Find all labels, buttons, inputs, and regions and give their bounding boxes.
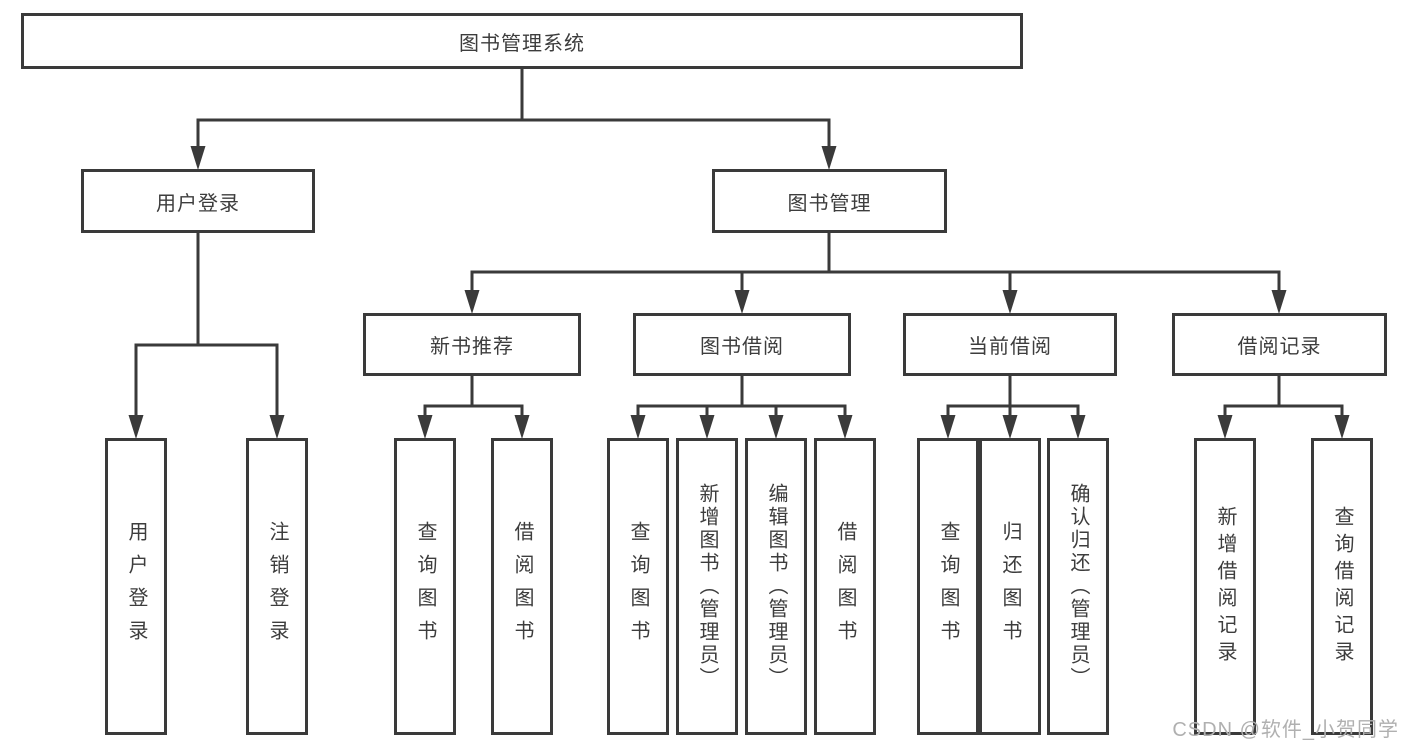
node-leaf-borrow-books-1: 借阅图书 <box>491 438 553 735</box>
node-leaf-logout: 注销登录 <box>246 438 308 735</box>
arrowhead-icon <box>699 415 715 439</box>
node-current-borrowing: 当前借阅 <box>903 313 1117 376</box>
arrowhead-icon <box>630 415 646 439</box>
node-leaf-borrow-books-2: 借阅图书 <box>814 438 876 735</box>
node-label: 确认归还（管理员） <box>1067 483 1089 690</box>
arrowhead-icon <box>837 415 853 439</box>
watermark: CSDN @软件_小贺同学 <box>1172 719 1399 741</box>
arrowhead-icon <box>1334 415 1350 439</box>
node-leaf-confirm-return-admin: 确认归还（管理员） <box>1047 438 1109 735</box>
node-leaf-user-login: 用户登录 <box>105 438 167 735</box>
node-label: 新书推荐 <box>430 336 514 358</box>
node-leaf-query-books-2: 查询图书 <box>607 438 669 735</box>
node-label: 查询图书 <box>414 520 436 653</box>
arrowhead-icon <box>1002 415 1018 439</box>
node-label: 图书借阅 <box>700 336 784 358</box>
node-label: 注销登录 <box>266 520 288 653</box>
node-label: 用户登录 <box>125 520 147 653</box>
node-user-login: 用户登录 <box>81 169 315 233</box>
arrowhead-icon <box>1002 290 1018 314</box>
arrowhead-icon <box>514 415 530 439</box>
arrowhead-icon <box>940 415 956 439</box>
node-new-book-recommendation: 新书推荐 <box>363 313 581 376</box>
node-label: 新增借阅记录 <box>1214 505 1236 668</box>
node-library-system: 图书管理系统 <box>21 13 1023 69</box>
arrowhead-icon <box>1217 415 1233 439</box>
node-book-borrowing: 图书借阅 <box>633 313 851 376</box>
node-label: 查询借阅记录 <box>1331 505 1353 668</box>
node-label: 用户登录 <box>156 192 240 215</box>
node-leaf-edit-books-admin: 编辑图书（管理员） <box>745 438 807 735</box>
arrowhead-icon <box>417 415 433 439</box>
node-label: 图书管理系统 <box>459 32 585 55</box>
arrowhead-icon <box>269 415 285 439</box>
node-label: 编辑图书（管理员） <box>765 483 787 690</box>
node-leaf-query-books-1: 查询图书 <box>394 438 456 735</box>
node-leaf-return-books: 归还图书 <box>979 438 1041 735</box>
arrowhead-icon <box>768 415 784 439</box>
node-label: 借阅图书 <box>834 520 856 653</box>
arrowhead-icon <box>464 290 480 314</box>
node-label: 查询图书 <box>937 520 959 653</box>
node-leaf-add-books-admin: 新增图书（管理员） <box>676 438 738 735</box>
node-leaf-add-borrow-record: 新增借阅记录 <box>1194 438 1256 735</box>
node-label: 借阅记录 <box>1237 336 1322 358</box>
node-label: 图书管理 <box>787 192 872 215</box>
node-borrowing-records: 借阅记录 <box>1172 313 1387 376</box>
arrowhead-icon <box>734 290 750 314</box>
arrowhead-icon <box>1271 290 1287 314</box>
node-leaf-query-borrow-record: 查询借阅记录 <box>1311 438 1373 735</box>
node-label: 新增图书（管理员） <box>696 483 718 690</box>
arrowhead-icon <box>128 415 144 439</box>
node-book-management: 图书管理 <box>712 169 947 233</box>
arrowhead-icon <box>190 146 206 170</box>
node-label: 当前借阅 <box>968 336 1052 358</box>
node-label: 归还图书 <box>999 520 1021 653</box>
arrowhead-icon <box>821 146 837 170</box>
node-label: 借阅图书 <box>511 520 533 653</box>
arrowhead-icon <box>1070 415 1086 439</box>
node-label: 查询图书 <box>627 520 649 653</box>
node-leaf-query-books-3: 查询图书 <box>917 438 979 735</box>
